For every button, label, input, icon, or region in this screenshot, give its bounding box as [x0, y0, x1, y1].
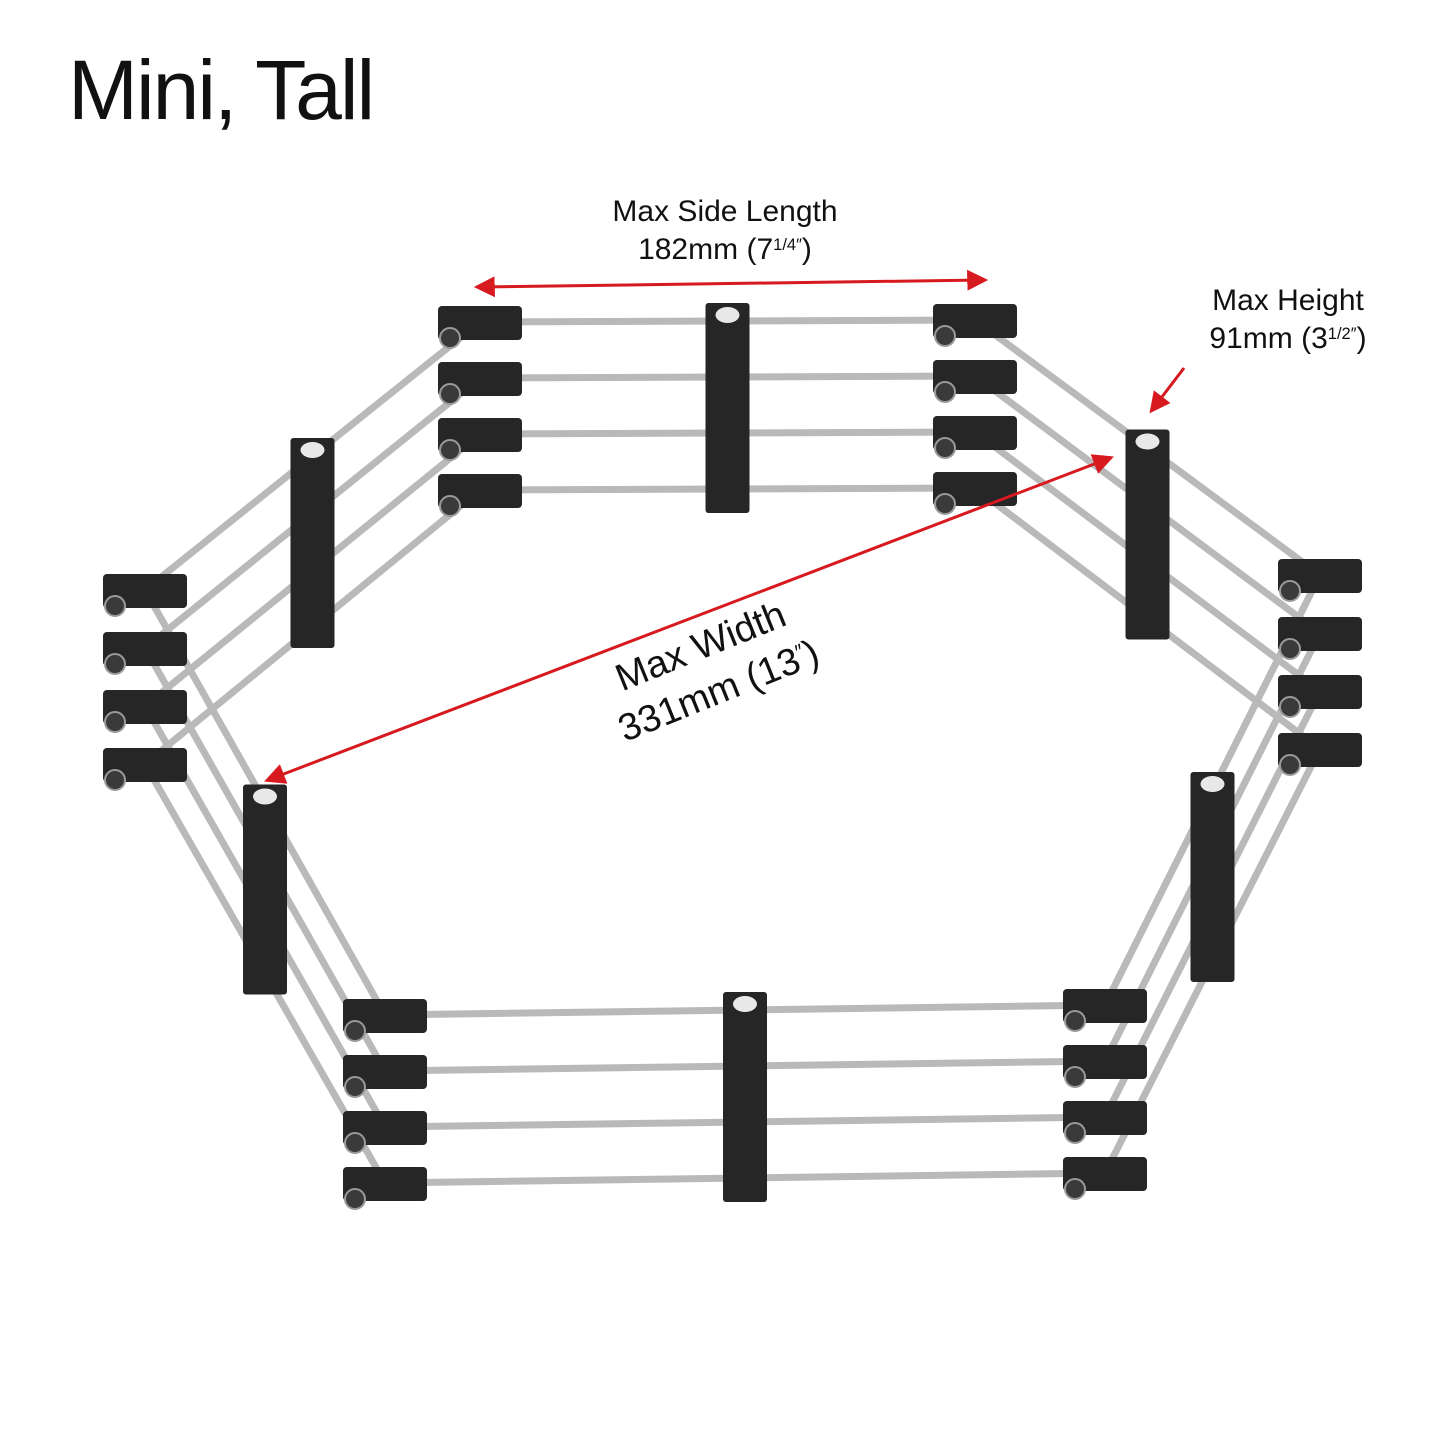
post-block	[243, 784, 287, 995]
thumb-nut	[104, 769, 126, 791]
post-cap	[733, 996, 757, 1012]
post-cap	[253, 788, 277, 805]
page-title: Mini, Tall	[68, 43, 375, 137]
corner-connector	[1278, 733, 1362, 767]
thumb-nut	[1279, 754, 1301, 776]
corner-connector	[933, 360, 1017, 394]
thumb-nut	[1279, 638, 1301, 660]
corner-connector	[933, 416, 1017, 450]
post-cap	[715, 307, 740, 323]
corner-connector	[103, 690, 187, 724]
height-title: Max Height	[1212, 284, 1364, 317]
post-cap	[1135, 433, 1160, 450]
side-length-arrow	[473, 269, 989, 298]
thumb-nut	[104, 653, 126, 675]
post-block	[1125, 429, 1170, 640]
post-block	[723, 992, 767, 1202]
corner-connector	[103, 632, 187, 666]
post-block	[1190, 772, 1235, 982]
post-cap	[1200, 776, 1225, 792]
thumb-nut	[344, 1020, 366, 1042]
thumb-nut	[439, 383, 461, 405]
thumb-nut	[934, 437, 956, 459]
thumb-nut	[344, 1076, 366, 1098]
thumb-nut	[104, 595, 126, 617]
corner-connector	[438, 306, 522, 340]
thumb-nut	[344, 1132, 366, 1154]
thumb-nut	[439, 327, 461, 349]
thumb-nut	[1279, 696, 1301, 718]
frame-blocks	[103, 303, 1362, 1210]
corner-connector	[1063, 989, 1147, 1023]
height-label: Max Height 91mm (31/2″)	[1168, 282, 1408, 357]
thumb-nut	[1064, 1178, 1086, 1200]
side-length-value: 182mm (71/4″)	[638, 232, 812, 266]
height-arrow	[1149, 367, 1186, 414]
post-block	[290, 438, 335, 648]
thumb-nut	[104, 711, 126, 733]
corner-connector	[1063, 1157, 1147, 1191]
width-arrow	[264, 454, 1114, 784]
corner-connector	[103, 574, 187, 608]
thumb-nut	[1064, 1122, 1086, 1144]
thumb-nut	[1279, 580, 1301, 602]
thumb-nut	[1064, 1010, 1086, 1032]
side-length-label: Max Side Length 182mm (71/4″)	[560, 193, 890, 268]
thumb-nut	[934, 493, 956, 515]
corner-connector	[1278, 559, 1362, 593]
corner-connector	[1063, 1101, 1147, 1135]
corner-connector	[343, 1111, 427, 1145]
corner-connector	[1063, 1045, 1147, 1079]
height-value: 91mm (31/2″)	[1209, 321, 1367, 355]
corner-connector	[1278, 617, 1362, 651]
corner-connector	[1278, 675, 1362, 709]
thumb-nut	[934, 325, 956, 347]
corner-connector	[438, 418, 522, 452]
post-block	[705, 303, 750, 513]
corner-connector	[343, 999, 427, 1033]
corner-connector	[343, 1167, 427, 1201]
corner-connector	[933, 304, 1017, 338]
corner-connector	[438, 362, 522, 396]
side-length-title: Max Side Length	[612, 195, 838, 228]
thumb-nut	[934, 381, 956, 403]
thumb-nut	[344, 1188, 366, 1210]
thumb-nut	[439, 439, 461, 461]
corner-connector	[103, 748, 187, 782]
post-cap	[300, 442, 325, 458]
thumb-nut	[439, 495, 461, 517]
corner-connector	[343, 1055, 427, 1089]
thumb-nut	[1064, 1066, 1086, 1088]
